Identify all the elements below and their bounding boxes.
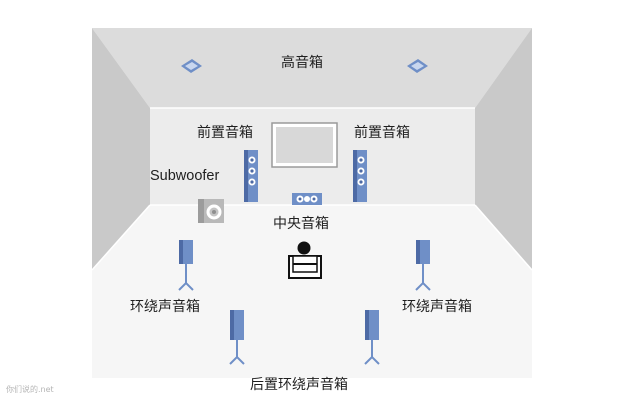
height-speakers-label: 高音箱 (281, 55, 323, 71)
center-label: 中央音箱 (273, 216, 329, 232)
front-left-label: 前置音箱 (197, 125, 253, 141)
surround-right-speaker-icon (415, 240, 431, 291)
left-wall (92, 28, 150, 270)
tv-screen (271, 122, 338, 168)
ceiling (92, 28, 532, 108)
center-speaker-icon (292, 193, 322, 205)
listener-seat-icon (288, 241, 322, 279)
front-right-label: 前置音箱 (354, 125, 410, 141)
surround-left-label: 环绕声音箱 (130, 299, 200, 315)
right-wall (475, 28, 532, 270)
front-left-speaker-icon (244, 150, 258, 202)
height-speaker-left-icon (181, 59, 202, 73)
surround-back-left-speaker-icon (229, 310, 245, 365)
surround-back-label: 后置环绕声音箱 (250, 377, 348, 393)
subwoofer-icon (198, 199, 224, 223)
surround-back-right-speaker-icon (364, 310, 380, 365)
front-right-speaker-icon (353, 150, 367, 202)
subwoofer-label: Subwoofer (150, 168, 220, 184)
height-speaker-right-icon (407, 59, 428, 73)
watermark: 你们说的.net (6, 385, 54, 394)
surround-left-speaker-icon (178, 240, 194, 291)
surround-right-label: 环绕声音箱 (402, 299, 472, 315)
